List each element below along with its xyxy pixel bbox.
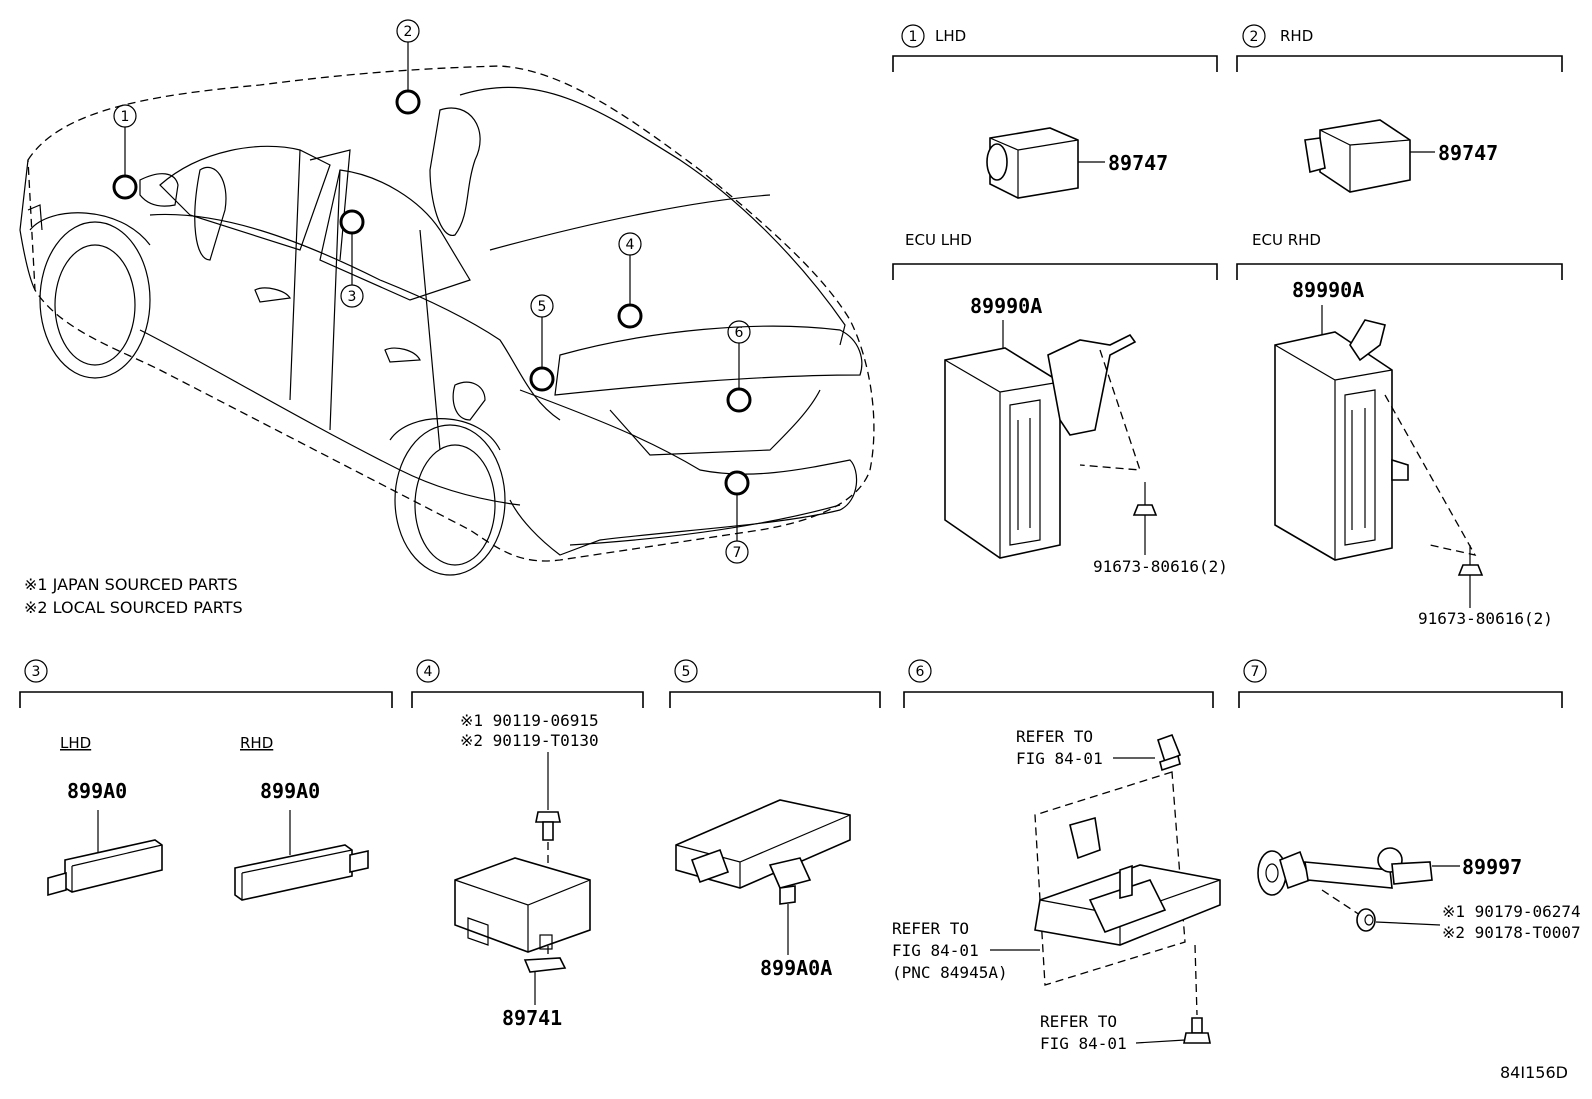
- section-6-number: 6: [916, 664, 925, 680]
- section-7-number: 7: [1251, 664, 1260, 680]
- section-7: 7 89997 ※1 90179-06274 ※2 90178-T0007: [1238, 659, 1581, 942]
- part-89997-bracket-assembly[interactable]: [1034, 816, 1221, 946]
- callout-7[interactable]: 7: [725, 540, 749, 564]
- part-89747-rhd[interactable]: [1304, 119, 1435, 193]
- part-number-89747-rhd[interactable]: 89747: [1438, 141, 1498, 165]
- ecu-lhd-label: ECU LHD: [905, 231, 972, 249]
- part-number-90119-t0130[interactable]: ※2 90119-T0130: [460, 731, 599, 750]
- section-1-lhd: 1 LHD 89747 ECU LHD 89990A: [892, 24, 1228, 576]
- bolt-91673-80616-lhd[interactable]: [1132, 482, 1158, 555]
- section-5-number: 5: [682, 664, 691, 680]
- section-4: 4 ※1 90119-06915 ※2 90119-T0130 89741: [411, 659, 644, 1030]
- part-number-91673-80616-lhd[interactable]: 91673-80616(2): [1093, 557, 1228, 576]
- part-89997-sensor[interactable]: [1257, 847, 1433, 896]
- screw-90119[interactable]: [535, 811, 561, 841]
- reference-bottom-line2: FIG 84-01: [1040, 1034, 1127, 1053]
- bolt-91673-80616-rhd[interactable]: [1457, 545, 1484, 608]
- callout-3[interactable]: 3: [340, 284, 364, 308]
- callout-5-label: 5: [538, 299, 547, 315]
- callout-6-label: 6: [735, 325, 744, 341]
- part-89747-lhd[interactable]: [986, 127, 1105, 199]
- reference-bottom-line1: REFER TO: [1040, 1012, 1117, 1031]
- section-3-rhd-label: RHD: [240, 734, 273, 752]
- callout-3-label: 3: [348, 289, 357, 305]
- section-2-label: RHD: [1280, 27, 1313, 45]
- ecu-rhd-label: ECU RHD: [1252, 231, 1321, 249]
- reference-top-line2: FIG 84-01: [1016, 749, 1103, 768]
- hotspot-2: [395, 89, 421, 115]
- part-899a0-lhd-antenna[interactable]: [47, 839, 163, 897]
- part-number-899a0a[interactable]: 899A0A: [760, 956, 832, 980]
- section-6: 6 REFER TO FIG 84-01 REFER TO FIG 84-01 …: [892, 659, 1221, 1053]
- hotspot-7: [724, 470, 750, 496]
- part-number-89997[interactable]: 89997: [1462, 855, 1522, 879]
- part-number-90178-t0007[interactable]: ※2 90178-T0007: [1442, 923, 1581, 942]
- clip-90179[interactable]: [1356, 908, 1376, 932]
- section-1-label: LHD: [935, 27, 966, 45]
- part-899a0a-antenna[interactable]: [675, 799, 851, 905]
- callout-1[interactable]: 1: [113, 104, 137, 128]
- part-number-899a0-rhd[interactable]: 899A0: [260, 779, 320, 803]
- figure-code: 84I156D: [1500, 1063, 1568, 1082]
- vehicle-illustration: [19, 65, 875, 576]
- callout-4-label: 4: [626, 237, 635, 253]
- part-89990a-rhd-ecu[interactable]: [1274, 319, 1409, 561]
- part-number-91673-80616-rhd[interactable]: 91673-80616(2): [1418, 609, 1553, 628]
- section-1-number: 1: [909, 29, 918, 45]
- section-4-number: 4: [424, 664, 433, 680]
- part-number-89741[interactable]: 89741: [502, 1006, 562, 1030]
- part-899a0-rhd-antenna[interactable]: [234, 844, 369, 901]
- section-3-number: 3: [32, 664, 41, 680]
- reference-left-line1: REFER TO: [892, 919, 969, 938]
- hotspot-1: [112, 174, 138, 200]
- hotspot-5: [529, 366, 555, 392]
- note-japan-sourced: ※1 JAPAN SOURCED PARTS: [24, 575, 238, 594]
- part-number-90179-06274[interactable]: ※1 90179-06274: [1442, 902, 1581, 921]
- bolt-bottom-fig-84-01[interactable]: [1183, 1017, 1211, 1044]
- section-3-lhd-label: LHD: [60, 734, 91, 752]
- part-number-89990a-lhd[interactable]: 89990A: [970, 294, 1042, 318]
- callout-7-label: 7: [733, 545, 742, 561]
- note-local-sourced: ※2 LOCAL SOURCED PARTS: [24, 598, 243, 617]
- callout-2[interactable]: 2: [396, 19, 420, 43]
- hotspot-6: [726, 387, 752, 413]
- part-number-899a0-lhd[interactable]: 899A0: [67, 779, 127, 803]
- part-number-90119-06915[interactable]: ※1 90119-06915: [460, 711, 599, 730]
- callout-leaders: [124, 42, 740, 541]
- part-number-89747-lhd[interactable]: 89747: [1108, 151, 1168, 175]
- section-2-number: 2: [1250, 29, 1259, 45]
- hotspot-4: [617, 303, 643, 329]
- reference-left-line3: (PNC 84945A): [892, 963, 1008, 982]
- reference-top-line1: REFER TO: [1016, 727, 1093, 746]
- reference-left-line2: FIG 84-01: [892, 941, 979, 960]
- callout-4[interactable]: 4: [618, 232, 642, 256]
- part-number-89990a-rhd[interactable]: 89990A: [1292, 278, 1364, 302]
- hotspot-3: [339, 209, 365, 235]
- part-89741-module[interactable]: [454, 857, 591, 973]
- callout-2-label: 2: [404, 24, 413, 40]
- clip-top-fig-84-01[interactable]: [1157, 733, 1182, 772]
- callout-6[interactable]: 6: [727, 320, 751, 344]
- section-5: 5 899A0A: [669, 659, 881, 980]
- section-3: 3 LHD RHD 899A0 899A0: [19, 659, 393, 901]
- part-89990a-lhd-ecu[interactable]: [944, 333, 1137, 559]
- callout-1-label: 1: [121, 109, 130, 125]
- callout-5[interactable]: 5: [530, 294, 554, 318]
- section-2-rhd: 2 RHD 89747 ECU RHD 89990A 916: [1236, 24, 1563, 628]
